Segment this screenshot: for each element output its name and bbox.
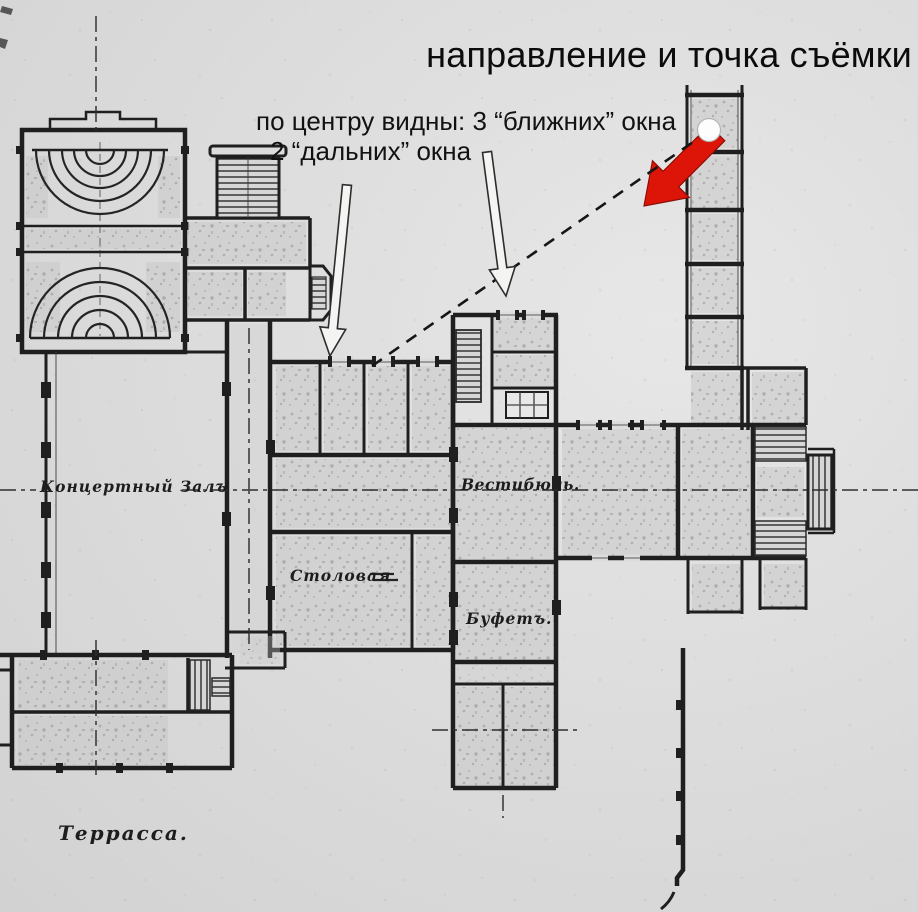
pointer-arrow-far-windows [318, 183, 353, 358]
camera-direction-arrow [643, 124, 726, 207]
terrace-wing [0, 630, 287, 773]
label-terrace: Террасса. [58, 821, 189, 845]
centerlines [0, 16, 918, 818]
vestibule-staircase [455, 329, 482, 403]
entrance-steps-lower [754, 520, 807, 557]
scan-artifact-marks [0, 6, 13, 49]
page-title: направление и точка съёмки [426, 34, 912, 75]
pointer-arrow-near-windows [481, 150, 517, 298]
east-wing [558, 366, 836, 614]
camera-annotation [318, 117, 726, 368]
vestibule-block [449, 310, 561, 791]
hall-left-wall [41, 350, 227, 655]
amphitheatre-upper [34, 149, 166, 216]
window-note: по центру видны: 3 “ближних” окна 2 “дал… [256, 106, 676, 166]
sight-line [371, 131, 707, 368]
label-concert-hall: Концертный Залъ [39, 477, 228, 496]
label-dining-room: Столовая [290, 566, 391, 585]
north-wing [185, 144, 333, 322]
window-note-line1: по центру видны: 3 “ближних” окна [256, 106, 677, 136]
terrace-stair [189, 659, 211, 711]
label-vestibule: Вестибюль. [460, 475, 580, 494]
camera-point-dot [696, 117, 722, 143]
dining-block [272, 356, 456, 653]
entrance-porch [806, 453, 834, 531]
label-buffet: Буфетъ. [465, 609, 552, 628]
window-note-line2: 2 “дальних” окна [270, 136, 472, 167]
concert-hall-block [16, 110, 189, 355]
long-boundary-wall [660, 648, 686, 911]
entrance-steps-upper [754, 426, 807, 462]
